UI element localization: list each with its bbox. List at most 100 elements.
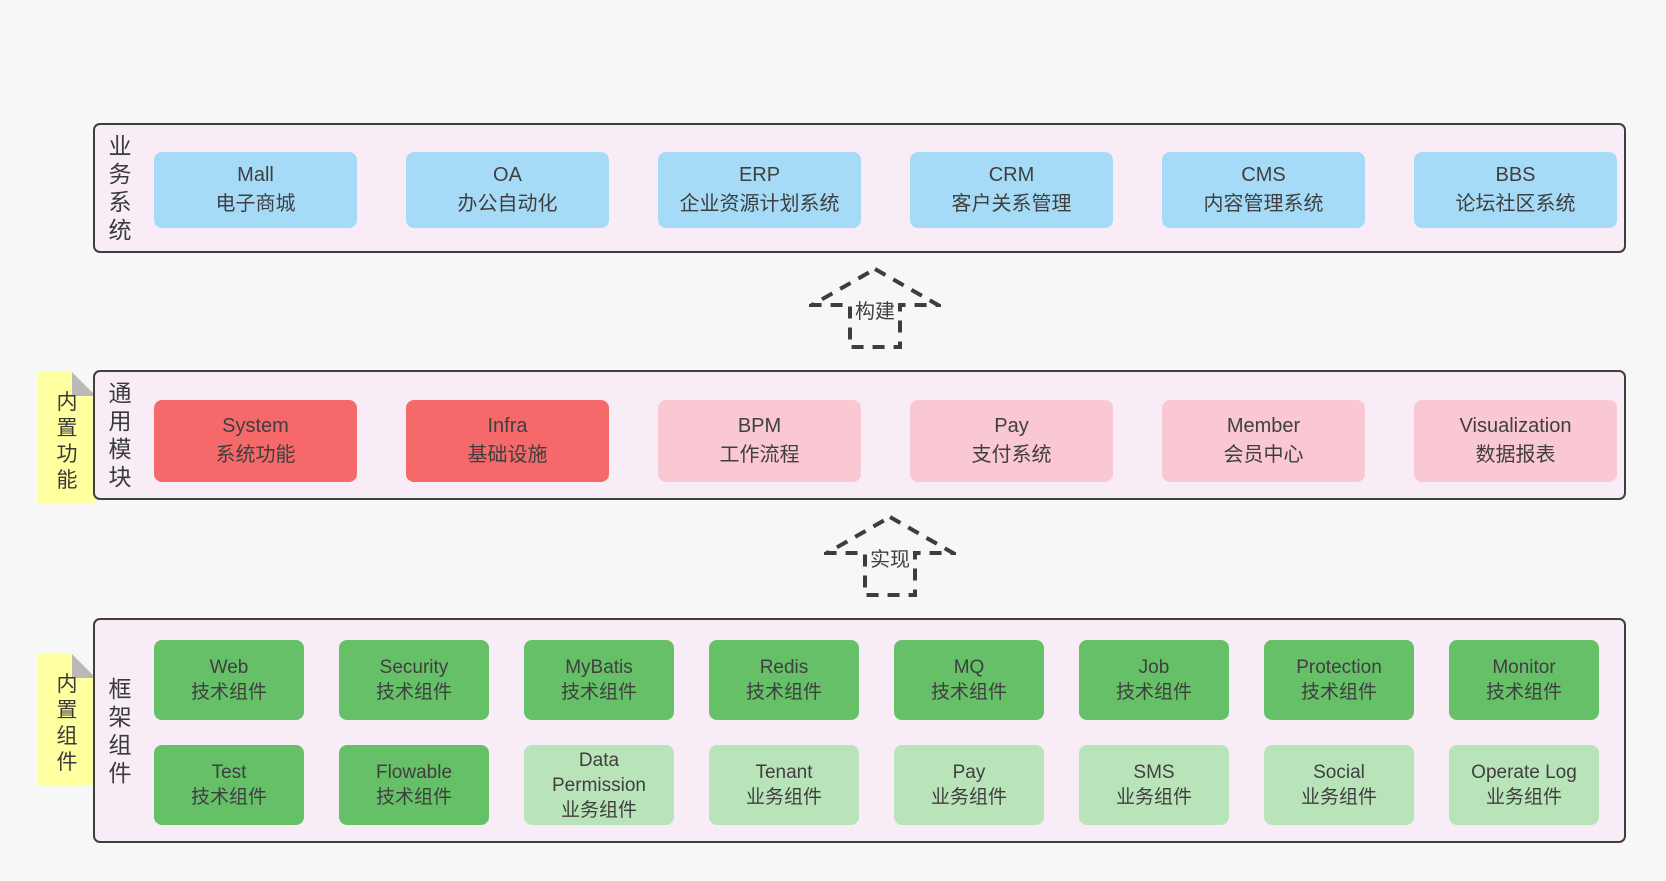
module-box-subtitle: 技术组件 — [560, 682, 637, 703]
module-box-subtitle: 业务组件 — [1485, 787, 1562, 808]
module-box: Data Permission 业务组件 — [524, 745, 674, 825]
implement-arrow-label: 实现 — [867, 548, 913, 572]
band-label-business-systems: 业务系统 — [108, 133, 132, 243]
module-box: SMS 业务组件 — [1079, 745, 1229, 825]
module-box: Protection 技术组件 — [1264, 640, 1414, 720]
module-box-subtitle: 电子商城 — [215, 193, 296, 215]
module-box-subtitle: 技术组件 — [745, 682, 822, 703]
module-box: Infra 基础设施 — [406, 400, 609, 482]
module-box-title: SMS — [1133, 762, 1175, 783]
module-box-title: BPM — [737, 415, 782, 437]
module-box-title: Flowable — [375, 762, 453, 783]
build-arrow-label: 构建 — [852, 300, 898, 324]
module-box: Social 业务组件 — [1264, 745, 1414, 825]
module-box-subtitle: 业务组件 — [745, 787, 822, 808]
module-box: OA 办公自动化 — [406, 152, 609, 228]
module-box: Tenant 业务组件 — [709, 745, 859, 825]
module-box: System 系统功能 — [154, 400, 357, 482]
module-box-title: System — [222, 415, 289, 437]
module-box-subtitle: 系统功能 — [215, 444, 296, 466]
module-box: Visualization 数据报表 — [1414, 400, 1617, 482]
module-box-title: Member — [1226, 415, 1301, 437]
module-box-subtitle: 业务组件 — [1300, 787, 1377, 808]
module-box-subtitle: 工作流程 — [719, 444, 800, 466]
module-box-subtitle: 客户关系管理 — [951, 193, 1072, 215]
module-box: MQ 技术组件 — [894, 640, 1044, 720]
module-box-title: Security — [379, 657, 449, 678]
module-box-title: Web — [209, 657, 249, 678]
module-box-title: Job — [1138, 657, 1170, 678]
module-box-subtitle: 技术组件 — [1115, 682, 1192, 703]
build-arrow: 构建 — [809, 266, 941, 350]
box-row: Test 技术组件 Flowable 技术组件 Data Permission … — [154, 745, 1599, 825]
module-box: MyBatis 技术组件 — [524, 640, 674, 720]
module-box-subtitle: 支付系统 — [971, 444, 1052, 466]
module-box-subtitle: 业务组件 — [560, 799, 637, 821]
module-box: ERP 企业资源计划系统 — [658, 152, 861, 228]
module-box-title: Mall — [237, 164, 274, 186]
module-box: Job 技术组件 — [1079, 640, 1229, 720]
module-box: Redis 技术组件 — [709, 640, 859, 720]
sticky-note-label: 内置功能 — [56, 391, 78, 493]
sticky-note-built-in-features: 内置功能 — [38, 372, 96, 504]
module-box: Flowable 技术组件 — [339, 745, 489, 825]
module-box-title: Monitor — [1492, 657, 1556, 678]
module-box-subtitle: 企业资源计划系统 — [679, 193, 840, 215]
module-box-title: Pay — [994, 415, 1029, 437]
module-box: BBS 论坛社区系统 — [1414, 152, 1617, 228]
sticky-note-label: 内置组件 — [56, 673, 78, 775]
band-label-common-modules: 通用模块 — [108, 380, 132, 490]
module-box-subtitle: 技术组件 — [190, 682, 267, 703]
box-row: Web 技术组件 Security 技术组件 MyBatis 技术组件 Redi… — [154, 640, 1599, 720]
module-box-title: Test — [211, 762, 247, 783]
module-box: Test 技术组件 — [154, 745, 304, 825]
module-box-title: Protection — [1296, 657, 1382, 678]
module-box-subtitle: 技术组件 — [190, 787, 267, 808]
module-box-title: BBS — [1495, 164, 1536, 186]
module-box: CMS 内容管理系统 — [1162, 152, 1365, 228]
module-box: Mall 电子商城 — [154, 152, 357, 228]
module-box-subtitle: 技术组件 — [930, 682, 1007, 703]
module-box: Web 技术组件 — [154, 640, 304, 720]
module-box: Monitor 技术组件 — [1449, 640, 1599, 720]
module-box-title: CMS — [1241, 164, 1286, 186]
module-box-title: Tenant — [755, 762, 813, 783]
module-box-subtitle: 数据报表 — [1475, 444, 1556, 466]
dashed-up-arrow-icon — [824, 514, 956, 597]
module-box-title: Infra — [487, 415, 528, 437]
module-box-subtitle: 技术组件 — [375, 682, 452, 703]
module-box-subtitle: 技术组件 — [1485, 682, 1562, 703]
module-box-subtitle: 办公自动化 — [457, 193, 558, 215]
sticky-note-built-in-components: 内置组件 — [38, 654, 96, 786]
module-box: Member 会员中心 — [1162, 400, 1365, 482]
box-row: System 系统功能 Infra 基础设施 BPM 工作流程 Pay 支付系统… — [154, 400, 1617, 482]
module-box-title: Visualization — [1459, 415, 1572, 437]
module-box-subtitle: 基础设施 — [467, 444, 548, 466]
module-box-subtitle: 技术组件 — [1300, 682, 1377, 703]
module-box-subtitle: 业务组件 — [930, 787, 1007, 808]
module-box: Pay 业务组件 — [894, 745, 1044, 825]
module-box-title: CRM — [988, 164, 1035, 186]
band-common-modules: 通用模块 System 系统功能 Infra 基础设施 BPM 工作流程 Pay… — [93, 370, 1626, 500]
box-row: Mall 电子商城 OA 办公自动化 ERP 企业资源计划系统 CRM 客户关系… — [154, 152, 1617, 228]
module-box-subtitle: 业务组件 — [1115, 787, 1192, 808]
band-business-systems: 业务系统 Mall 电子商城 OA 办公自动化 ERP 企业资源计划系统 CRM… — [93, 123, 1626, 253]
dashed-up-arrow-icon — [809, 266, 941, 349]
module-box-title: Data Permission — [552, 749, 646, 796]
module-box: CRM 客户关系管理 — [910, 152, 1113, 228]
module-box-title: ERP — [738, 164, 781, 186]
module-box-title: Redis — [759, 657, 809, 678]
module-box: BPM 工作流程 — [658, 400, 861, 482]
band-framework-components: 框架组件 Web 技术组件 Security 技术组件 MyBatis 技术组件… — [93, 618, 1626, 843]
module-box-title: Social — [1313, 762, 1365, 783]
module-box-subtitle: 技术组件 — [375, 787, 452, 808]
module-box-title: Operate Log — [1471, 762, 1577, 783]
module-box-subtitle: 论坛社区系统 — [1455, 193, 1576, 215]
module-box-title: MyBatis — [565, 657, 633, 678]
module-box-title: Pay — [952, 762, 986, 783]
module-box-title: OA — [493, 164, 522, 186]
module-box-subtitle: 会员中心 — [1223, 444, 1304, 466]
module-box: Operate Log 业务组件 — [1449, 745, 1599, 825]
module-box-title: MQ — [953, 657, 985, 678]
